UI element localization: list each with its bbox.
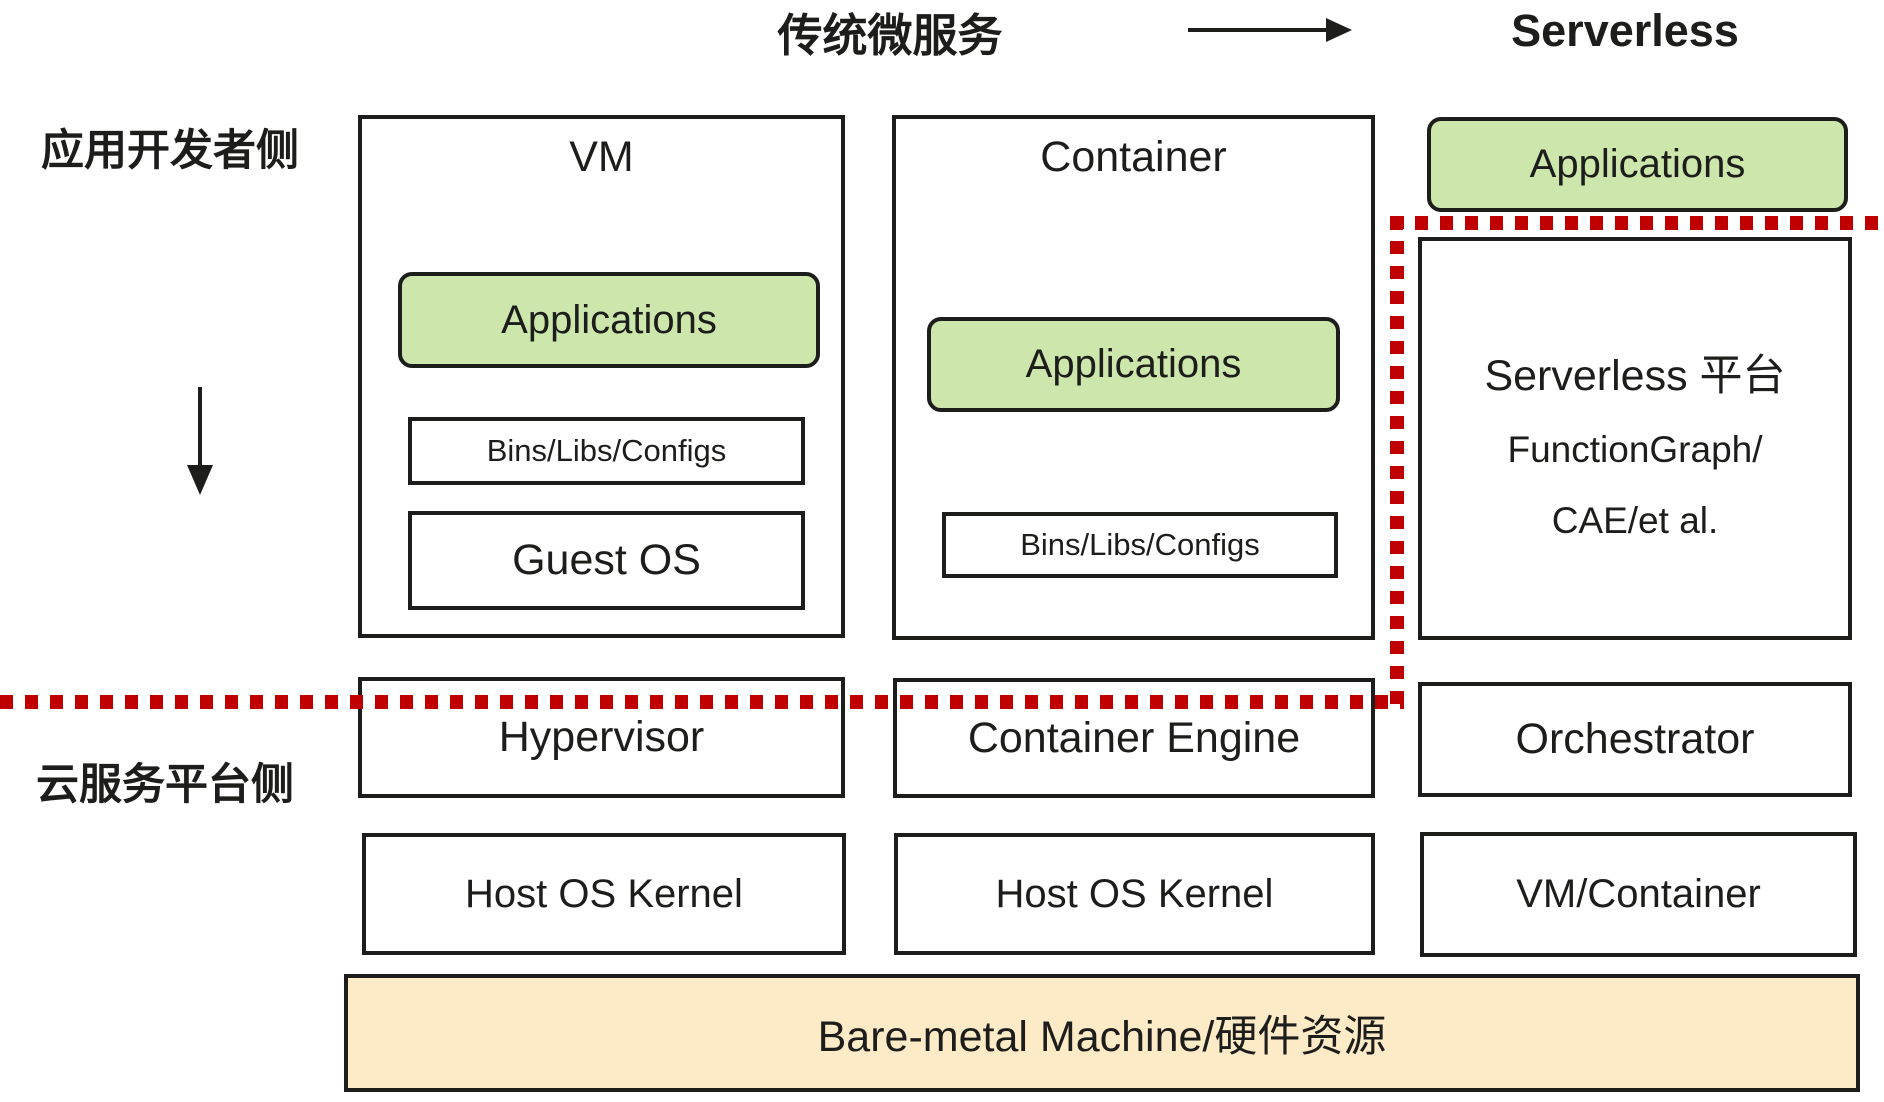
header-serverless: Serverless <box>1511 5 1739 56</box>
header-traditional-microservices: 传统微服务 <box>777 9 1003 61</box>
vm-title: VM <box>569 132 634 181</box>
container-column-box: Container Applications Bins/Libs/Configs <box>892 115 1375 640</box>
label-cloud-platform-side: 云服务平台侧 <box>36 761 294 809</box>
arrow-right-icon <box>1180 8 1360 52</box>
vm-bins-libs-configs-box: Bins/Libs/Configs <box>408 417 805 485</box>
serverless-platform-box: Serverless 平台 FunctionGraph/ CAE/et al. <box>1418 237 1852 640</box>
serverless-platform-line2: FunctionGraph/ <box>1507 429 1763 470</box>
container-bins-libs-configs-box: Bins/Libs/Configs <box>942 512 1338 578</box>
vm-guest-os-box: Guest OS <box>408 511 805 610</box>
host-os-kernel-box-container: Host OS Kernel <box>894 833 1375 955</box>
vm-applications-box: Applications <box>398 272 820 368</box>
container-applications-box: Applications <box>927 317 1340 412</box>
vm-container-box: VM/Container <box>1420 832 1857 957</box>
serverless-applications-box: Applications <box>1427 117 1848 212</box>
vm-column-box: VM Applications Bins/Libs/Configs Guest … <box>358 115 845 638</box>
red-dotted-line-vertical <box>1390 216 1404 710</box>
red-dotted-line-bottom <box>0 695 1404 709</box>
host-os-kernel-box-vm: Host OS Kernel <box>362 833 846 955</box>
orchestrator-box: Orchestrator <box>1418 682 1852 797</box>
bare-metal-bar: Bare-metal Machine/硬件资源 <box>344 974 1860 1092</box>
serverless-platform-title: Serverless 平台 <box>1484 352 1786 400</box>
container-title: Container <box>1040 132 1227 181</box>
red-dotted-line-top <box>1390 216 1884 230</box>
container-engine-box: Container Engine <box>893 678 1375 798</box>
arrow-down-icon <box>178 385 222 497</box>
serverless-platform-line3: CAE/et al. <box>1551 500 1719 541</box>
label-app-developer-side: 应用开发者侧 <box>41 127 299 175</box>
